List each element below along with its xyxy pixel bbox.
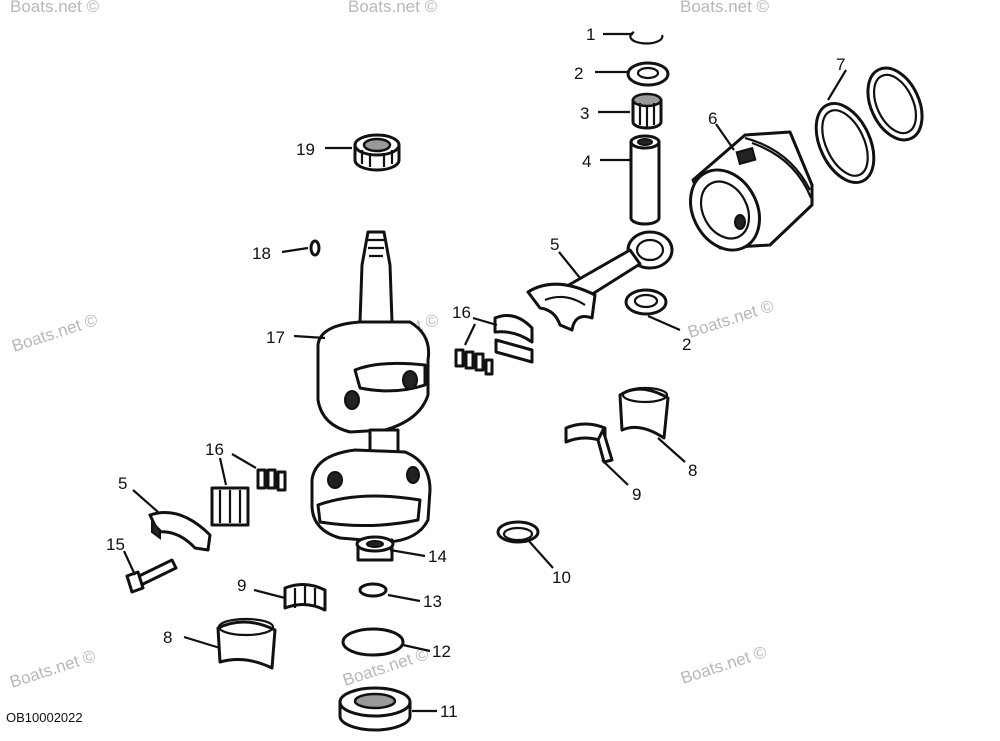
callout-19: 19 [296, 140, 315, 159]
part-2-thrust-washer-lower [624, 288, 668, 316]
callout-8-lower: 8 [163, 628, 172, 647]
watermark-left: Boats.net © [9, 310, 100, 356]
callout-9-right: 9 [632, 485, 641, 504]
part-4-piston-pin [629, 134, 661, 226]
watermark-bottom-right: Boats.net © [678, 642, 769, 688]
callout-5-cap: 5 [118, 474, 127, 493]
watermark-right: Boats.net © [685, 296, 776, 342]
callout-12: 12 [432, 642, 451, 661]
part-11-seal [338, 686, 412, 732]
callout-3: 3 [580, 104, 589, 123]
callout-2-lower: 2 [682, 335, 691, 354]
part-18-key [309, 239, 321, 257]
part-5-rod-cap [148, 511, 212, 552]
callout-9-lower: 9 [237, 576, 246, 595]
watermark-top-center: Boats.net © [348, 0, 438, 16]
part-2-thrust-washer-top [626, 61, 670, 87]
part-12-o-ring [341, 627, 405, 657]
watermark-bottom-left: Boats.net © [7, 646, 98, 692]
part-8-bearing-half-lower [216, 617, 277, 670]
callout-2-top: 2 [574, 64, 583, 83]
callout-13: 13 [423, 592, 442, 611]
part-5-connecting-rod [526, 230, 674, 332]
callout-17: 17 [266, 328, 285, 347]
callout-14: 14 [428, 547, 447, 566]
part-17-crankshaft [310, 230, 432, 562]
part-8-bearing-half-right [618, 386, 670, 440]
part-16-needle-cage-lower [210, 468, 287, 527]
callout-10: 10 [552, 568, 571, 587]
watermark-top-right: Boats.net © [680, 0, 770, 16]
callout-11: 11 [440, 702, 458, 721]
callout-16-upper: 16 [452, 303, 471, 322]
document-code: OB10002022 [6, 710, 83, 725]
callout-6: 6 [708, 109, 717, 128]
part-1-retaining-ring [629, 31, 664, 45]
callout-18: 18 [252, 244, 271, 263]
part-16-needle-cage-upper [454, 314, 534, 376]
part-19-bearing [353, 133, 401, 172]
part-10-retaining-ring [496, 520, 540, 544]
callout-16-lower: 16 [205, 440, 224, 459]
callout-7: 7 [836, 55, 845, 74]
part-13-o-ring [358, 582, 388, 598]
part-9-bearing-half-right [564, 422, 614, 464]
callout-5-rod: 5 [550, 235, 559, 254]
part-9-bearing-half-lower [283, 583, 327, 612]
callout-1: 1 [586, 25, 595, 44]
part-14-bearing [355, 535, 395, 553]
watermark-top-left: Boats.net © [10, 0, 100, 16]
callout-4: 4 [582, 152, 591, 171]
part-15-cap-screw [125, 558, 178, 594]
callout-15: 15 [106, 535, 125, 554]
callout-8-right: 8 [688, 461, 697, 480]
part-6-piston [689, 130, 814, 252]
part-3-needle-bearing [631, 92, 663, 130]
part-7-piston-rings [814, 66, 924, 185]
callout-numbers: 1 2 3 4 5 6 7 2 19 18 17 16 16 5 15 9 8 … [106, 25, 845, 721]
leader-lines [123, 32, 847, 713]
